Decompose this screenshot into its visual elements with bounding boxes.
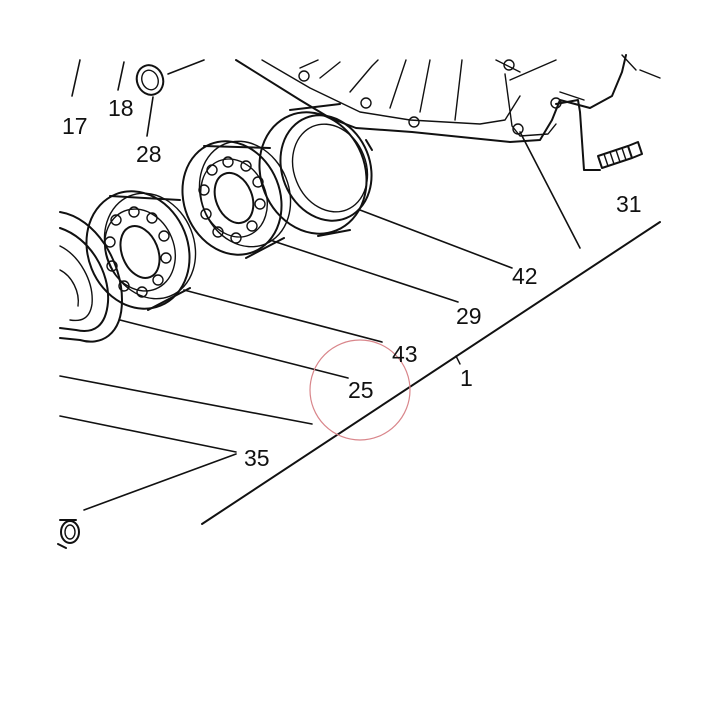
highlight-circle [309, 339, 411, 441]
label-28: 28 [136, 141, 162, 167]
bolt-31 [597, 141, 643, 169]
axis-tick [455, 355, 461, 365]
bearing-cover-42 [258, 103, 373, 237]
label-29: 29 [456, 303, 482, 329]
label-1: 1 [460, 365, 473, 391]
leader-lines [59, 59, 581, 511]
shaft-axis-line [201, 221, 661, 525]
bushing-part [57, 519, 80, 549]
roller-bearing-29 [181, 140, 292, 259]
bearing-cup-25 [59, 211, 123, 343]
roller-bearing-43 [85, 190, 197, 311]
o-ring-28 [135, 64, 165, 96]
label-25: 25 [348, 377, 374, 403]
label-35: 35 [244, 445, 270, 471]
label-43: 43 [392, 341, 418, 367]
label-42: 42 [512, 263, 538, 289]
label-18: 18 [108, 95, 134, 121]
label-17: 17 [62, 113, 88, 139]
label-31: 31 [616, 191, 642, 217]
